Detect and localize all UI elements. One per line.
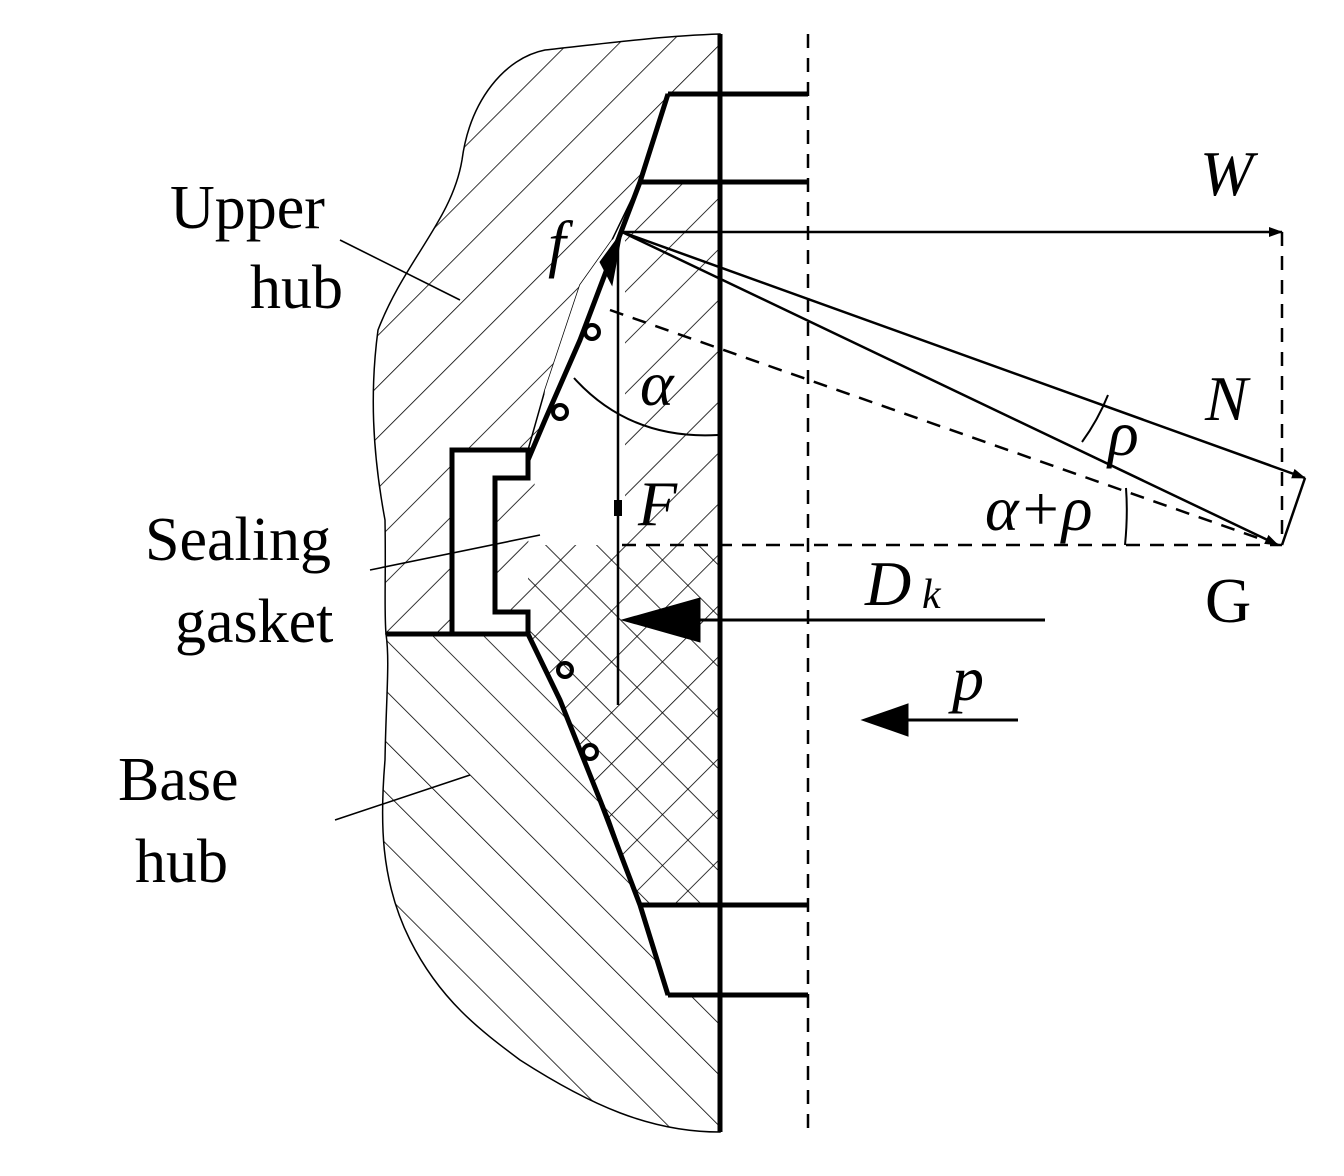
symbol-w: W bbox=[1200, 138, 1259, 209]
rho-arc bbox=[1081, 394, 1109, 443]
symbol-g: G bbox=[1205, 565, 1251, 636]
sealing-gasket bbox=[495, 182, 720, 905]
alpha-rho-arc bbox=[1124, 487, 1128, 546]
f-marker bbox=[614, 500, 622, 516]
force-f-small-arrow bbox=[599, 231, 623, 287]
gasket-groove bbox=[449, 447, 531, 634]
pressure-p-head bbox=[860, 703, 909, 737]
symbol-d: D bbox=[864, 548, 911, 619]
upper-hub-label-line2: hub bbox=[250, 254, 343, 322]
symbol-d-subscript-k: k bbox=[922, 572, 942, 618]
base-hub-leader bbox=[334, 774, 471, 821]
gasket-lower-hatch bbox=[528, 545, 720, 905]
base-hub bbox=[381, 633, 721, 1133]
symbol-alpha: α bbox=[640, 348, 675, 419]
sealing-gasket-label-line2: gasket bbox=[175, 588, 333, 656]
upper-hub-leader bbox=[339, 239, 461, 301]
symbol-alpha-plus-rho: α+ρ bbox=[985, 473, 1093, 544]
upper-hub bbox=[372, 33, 721, 635]
contact-bump-upper-1 bbox=[583, 323, 601, 341]
contact-bump-lower-2 bbox=[581, 743, 599, 761]
force-n bbox=[621, 230, 1306, 480]
upper-hub-section bbox=[372, 33, 721, 635]
symbol-n: N bbox=[1204, 363, 1251, 434]
upper-seal-surface bbox=[525, 93, 671, 461]
contact-bump-lower-1 bbox=[556, 661, 574, 679]
symbol-f-large: F bbox=[637, 468, 678, 539]
force-dk-head bbox=[620, 597, 701, 643]
outlines bbox=[386, 34, 810, 1132]
sealing-gasket-leader bbox=[369, 534, 541, 571]
base-hub-label-line2: hub bbox=[135, 828, 228, 896]
base-hub-section bbox=[381, 633, 721, 1133]
base-hub-label-line1: Base bbox=[118, 746, 239, 814]
symbol-rho: ρ bbox=[1106, 398, 1139, 469]
alpha-arc bbox=[573, 377, 719, 437]
force-vectors bbox=[573, 227, 1307, 737]
n-g-closing bbox=[1280, 477, 1307, 546]
upper-hub-label-line1: Upper bbox=[170, 174, 325, 242]
gasket-body bbox=[528, 232, 625, 545]
leader-lines bbox=[334, 239, 541, 821]
contact-bump-upper-2 bbox=[551, 403, 569, 421]
sealing-gasket-label-line1: Sealing bbox=[145, 506, 331, 574]
lower-seal-surface bbox=[525, 632, 671, 996]
text-labels: Upper hub Sealing gasket Base hub W f N … bbox=[118, 138, 1259, 896]
symbol-p: p bbox=[948, 643, 984, 714]
force-g bbox=[621, 230, 1279, 547]
